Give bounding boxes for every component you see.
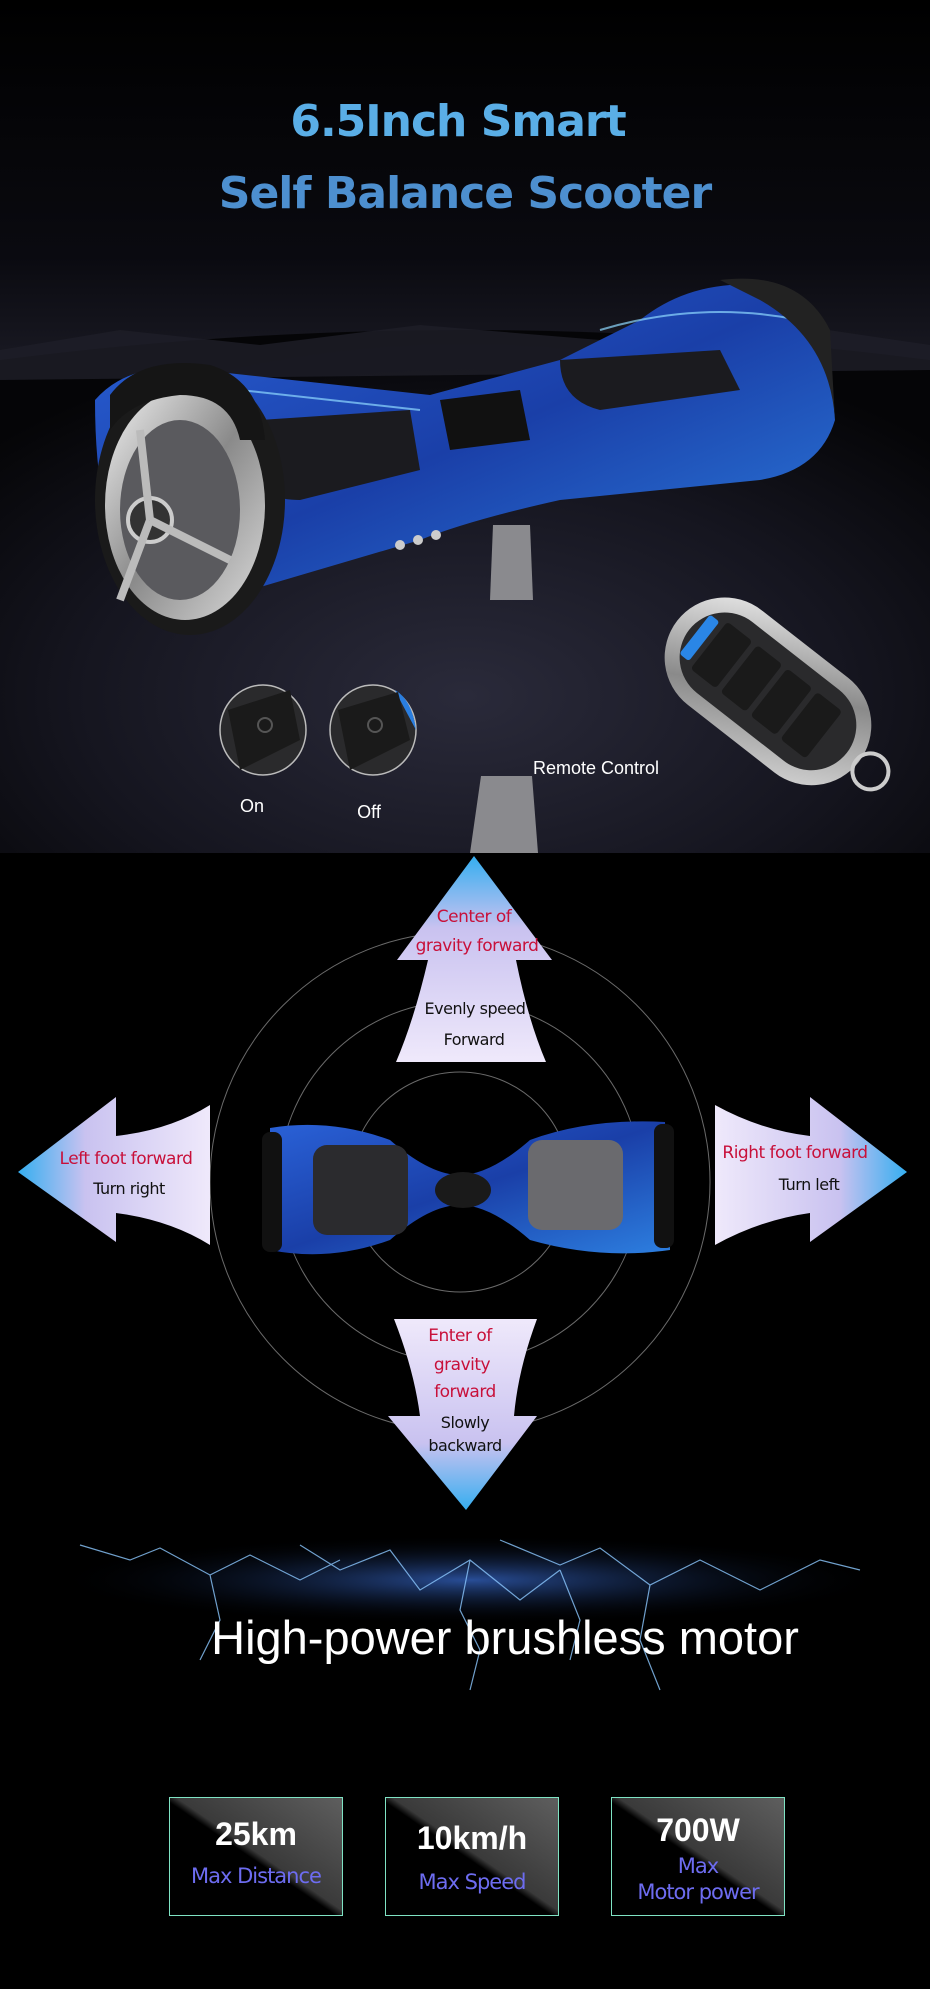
road-dash — [470, 776, 538, 853]
down-red-line-2: gravity — [433, 1355, 491, 1375]
spec-label: Max Speed — [418, 1870, 527, 1894]
up-red-line-2: gravity forward — [415, 936, 539, 956]
spec-value: 25km — [215, 1816, 297, 1852]
spec-label-line-2: Motor power — [637, 1880, 759, 1904]
arrow-down — [388, 1319, 537, 1510]
off-label: Off — [357, 802, 381, 822]
right-red-label: Right foot forward — [722, 1143, 868, 1163]
hoverboard-top-view — [262, 1121, 674, 1255]
down-black-line-2: backward — [428, 1436, 502, 1455]
left-black-label: Turn right — [93, 1179, 165, 1198]
spec-value: 700W — [656, 1812, 740, 1848]
up-black-line-1: Evenly speed — [424, 999, 526, 1018]
on-button-closeup — [219, 684, 307, 776]
up-red-line-1: Center of — [436, 907, 512, 927]
spec-card-distance: 25km Max Distance — [169, 1797, 343, 1916]
motor-headline: High-power brushless motor — [211, 1611, 799, 1664]
off-button-closeup — [329, 684, 417, 776]
arrow-right — [715, 1097, 907, 1245]
arrow-up — [396, 856, 552, 1062]
spec-card-power: 700W Max Motor power — [611, 1797, 785, 1916]
right-black-label: Turn left — [778, 1175, 840, 1194]
up-black-line-2: Forward — [443, 1030, 505, 1049]
remote-control-image — [664, 597, 891, 792]
down-red-line-3: forward — [434, 1382, 496, 1402]
hoverboard-image — [95, 278, 835, 635]
road-dash — [490, 525, 533, 600]
down-black-line-1: Slowly — [440, 1413, 490, 1432]
title-line-1: 6.5Inch Smart — [290, 96, 626, 147]
arrow-left — [18, 1097, 210, 1245]
spec-value: 10km/h — [416, 1820, 528, 1856]
title-line-2: Self Balance Scooter — [218, 168, 712, 219]
spec-card-speed: 10km/h Max Speed — [385, 1797, 559, 1916]
spec-label: Max Distance — [191, 1864, 322, 1888]
lightning-effect — [50, 1535, 890, 1691]
on-label: On — [239, 796, 265, 816]
spec-label-line-1: Max — [677, 1854, 719, 1878]
left-red-label: Left foot forward — [59, 1149, 193, 1169]
down-red-line-1: Enter of — [428, 1326, 492, 1346]
remote-control-label: Remote Control — [532, 758, 660, 778]
